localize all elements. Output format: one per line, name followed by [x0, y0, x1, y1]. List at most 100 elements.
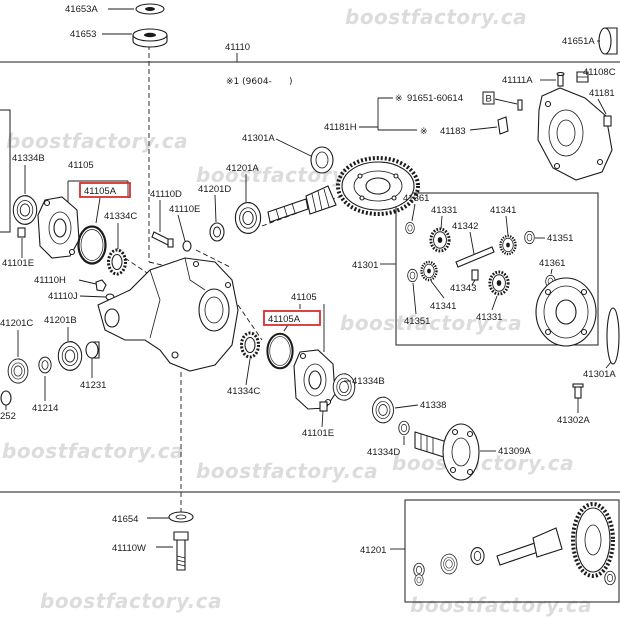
- callout-box-frame: [482, 91, 495, 105]
- lock-41334c-right: [240, 331, 260, 359]
- watermark-layer: boostfactory.ca boostfactory.ca boostfac…: [2, 5, 592, 617]
- watermark-text: boostfactory.ca: [6, 129, 188, 153]
- pinion-gear-41341-upper: [499, 234, 517, 256]
- bearing-41201b: [57, 341, 83, 371]
- label-41334b-left: 41334B: [12, 153, 45, 164]
- watermark-text: boostfactory.ca: [196, 459, 378, 483]
- label-41309a: 41309A: [498, 446, 531, 457]
- callout-box-letter: B: [486, 94, 492, 105]
- label-41361-lower: 41361: [539, 258, 565, 269]
- bolt-41302a: [572, 383, 584, 399]
- label-41351-lower: 41351: [404, 316, 430, 327]
- diagram-frames: [0, 61, 620, 603]
- retainer-41105-left: [37, 196, 80, 259]
- label-41331-upper: 41331: [431, 205, 457, 216]
- bolt-41101e-right: [319, 401, 328, 412]
- label-41302a: 41302A: [557, 415, 590, 426]
- watermark-text: boostfactory.ca: [40, 589, 222, 613]
- washer-41653a: [135, 3, 165, 15]
- retainer-41105-right: [293, 349, 336, 410]
- bearing-41334b-left: [12, 195, 38, 225]
- label-41361-upper: 41361: [403, 193, 429, 204]
- watermark-text: boostfactory.ca: [345, 5, 527, 29]
- label-41351-upper: 41351: [547, 233, 573, 244]
- bearing-41201a: [234, 202, 262, 234]
- label-41334b-right: 41334B: [352, 376, 385, 387]
- label-41252-partial: 252: [0, 411, 16, 422]
- label-41108c: 41108C: [583, 67, 616, 78]
- o-ring-41105a-left: [77, 225, 107, 265]
- side-gear-41331-lower: [488, 270, 510, 296]
- oil-seal-41338: [372, 396, 394, 424]
- watermark-text: boostfactory.ca: [340, 311, 522, 335]
- label-41105a-right: 41105A: [268, 314, 301, 325]
- label-41101e-right: 41101E: [302, 428, 334, 439]
- bolt-41101e-left: [17, 227, 26, 238]
- label-41342: 41342: [452, 221, 478, 232]
- bushing-41653: [132, 28, 168, 48]
- label-41111a: 41111A: [502, 75, 533, 86]
- differential-case: [535, 277, 597, 347]
- differential-parts: [405, 221, 597, 347]
- label-41654: 41654: [112, 514, 138, 525]
- label-41201d: 41201D: [198, 184, 231, 195]
- breather-41110d: [151, 231, 174, 248]
- watermark-text: boostfactory.ca: [2, 439, 184, 463]
- o-ring-41105a-right: [266, 332, 294, 370]
- label-41110d: 41110D: [150, 189, 182, 200]
- label-41214: 41214: [32, 403, 58, 414]
- label-41110w: 41110W: [112, 543, 146, 554]
- pin-91651-60614: [517, 99, 523, 111]
- highlight-box-41105a-left: [79, 182, 131, 198]
- label-41101e-left: 41101E: [2, 258, 34, 269]
- label-41183: 41183: [440, 126, 466, 137]
- label-41201: 41201: [360, 545, 386, 556]
- differential-case-box: [395, 192, 599, 346]
- side-gear-41331-upper: [429, 227, 451, 253]
- shim-41252: [0, 390, 12, 406]
- plug-41651a: [598, 27, 618, 55]
- label-41105-left: 41105: [68, 160, 94, 171]
- washer-41361-upper: [405, 221, 415, 235]
- label-41331-lower: 41331: [476, 312, 502, 323]
- label-41231: 41231: [80, 380, 106, 391]
- reference-mark: ※: [420, 127, 428, 137]
- frame-left-box: [0, 109, 11, 233]
- washer-41110e: [182, 240, 192, 252]
- spacer-41214: [38, 356, 52, 374]
- label-41105-right: 41105: [291, 292, 317, 303]
- label-41301a-right: 41301A: [583, 369, 616, 380]
- reference-mark: ※: [395, 94, 403, 104]
- pinion-shaft: [496, 542, 539, 566]
- plug-41111a: [556, 71, 565, 87]
- carrier-cover-41181: [537, 87, 613, 181]
- bearing-right-small: [604, 570, 616, 586]
- washer-41654: [168, 511, 194, 523]
- bearing-41201c: [7, 358, 29, 384]
- ring-pinion-box: [404, 499, 620, 603]
- watermark-text: boostfactory.ca: [392, 451, 574, 475]
- label-41341-upper: 41341: [490, 205, 516, 216]
- oil-seal-41301a: [310, 146, 334, 174]
- label-41110h: 41110H: [34, 275, 66, 286]
- label-41301a-upper: 41301A: [242, 133, 275, 144]
- label-41343: 41343: [450, 283, 476, 294]
- label-41334d: 41334D: [367, 447, 400, 458]
- spacer-41201d: [209, 222, 225, 242]
- nut-41231: [85, 341, 100, 359]
- label-41181: 41181: [589, 88, 615, 99]
- label-41653: 41653: [70, 29, 96, 40]
- label-41181h: 41181H: [324, 122, 357, 133]
- label-41110j: 41110J: [48, 291, 78, 302]
- label-41653a: 41653A: [65, 4, 98, 15]
- bolt-41108c: [576, 71, 589, 83]
- ring-gear: [336, 156, 420, 216]
- lock-41334c-left: [107, 248, 127, 276]
- spacer-small: [414, 574, 424, 586]
- ring-gear-41301a-partial: [606, 307, 620, 365]
- ring-pinion-set-41201: [413, 502, 616, 586]
- washer-41351-lower: [407, 268, 418, 283]
- label-41110e: 41110E: [169, 204, 200, 215]
- label-41110: 41110: [225, 42, 250, 53]
